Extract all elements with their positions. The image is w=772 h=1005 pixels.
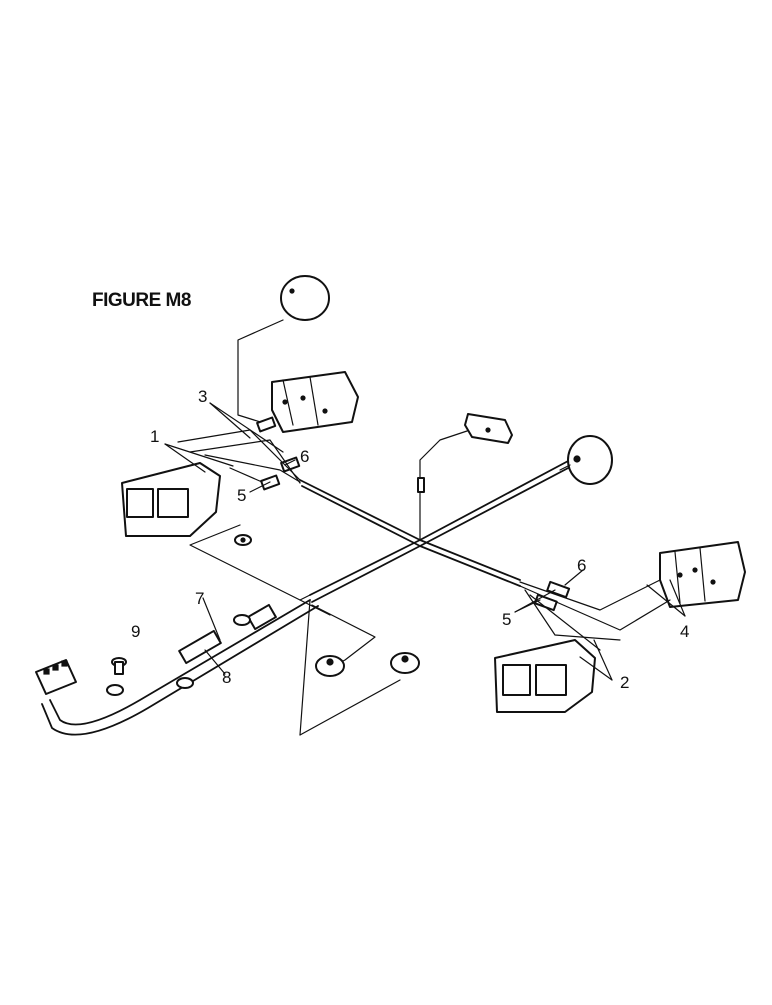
cable-clip <box>176 677 194 689</box>
leader-lines <box>164 402 686 681</box>
cable-clip <box>233 614 251 626</box>
rear-lamp-right <box>659 541 746 608</box>
callout-3: 3 <box>198 387 207 406</box>
main-cable <box>35 599 319 736</box>
callout-1: 1 <box>150 427 159 446</box>
inline-fuse <box>417 477 425 493</box>
main-harness <box>189 429 573 736</box>
callout-5-left: 5 <box>237 486 246 505</box>
round-lamp-top <box>237 275 330 426</box>
lamp-socket-lower-left <box>315 655 345 677</box>
callout-9: 9 <box>131 622 140 641</box>
cable-sleeve <box>178 629 222 665</box>
figure-title: FIGURE M8 <box>92 290 191 311</box>
cable-clip <box>106 684 124 696</box>
ground-terminal <box>234 534 252 546</box>
callout-6-left: 6 <box>300 447 309 466</box>
round-lamp-right <box>559 435 613 485</box>
side-marker-lamp <box>417 413 513 493</box>
bullet-connectors-right <box>519 579 671 651</box>
callout-2: 2 <box>620 673 629 692</box>
headlamp-left <box>121 462 221 537</box>
headlamp-right <box>494 639 596 713</box>
callout-7: 7 <box>195 589 204 608</box>
cable-grommet <box>247 603 277 631</box>
callout-labels: 1 2 3 4 5 5 6 6 7 8 9 <box>131 387 689 692</box>
callout-6-right: 6 <box>577 556 586 575</box>
callout-5-right: 5 <box>502 610 511 629</box>
callout-4: 4 <box>680 622 689 641</box>
callout-8: 8 <box>222 668 231 687</box>
lamp-socket-lower-right <box>390 652 420 674</box>
bolt <box>111 657 127 675</box>
rear-lamp-left <box>271 371 359 433</box>
